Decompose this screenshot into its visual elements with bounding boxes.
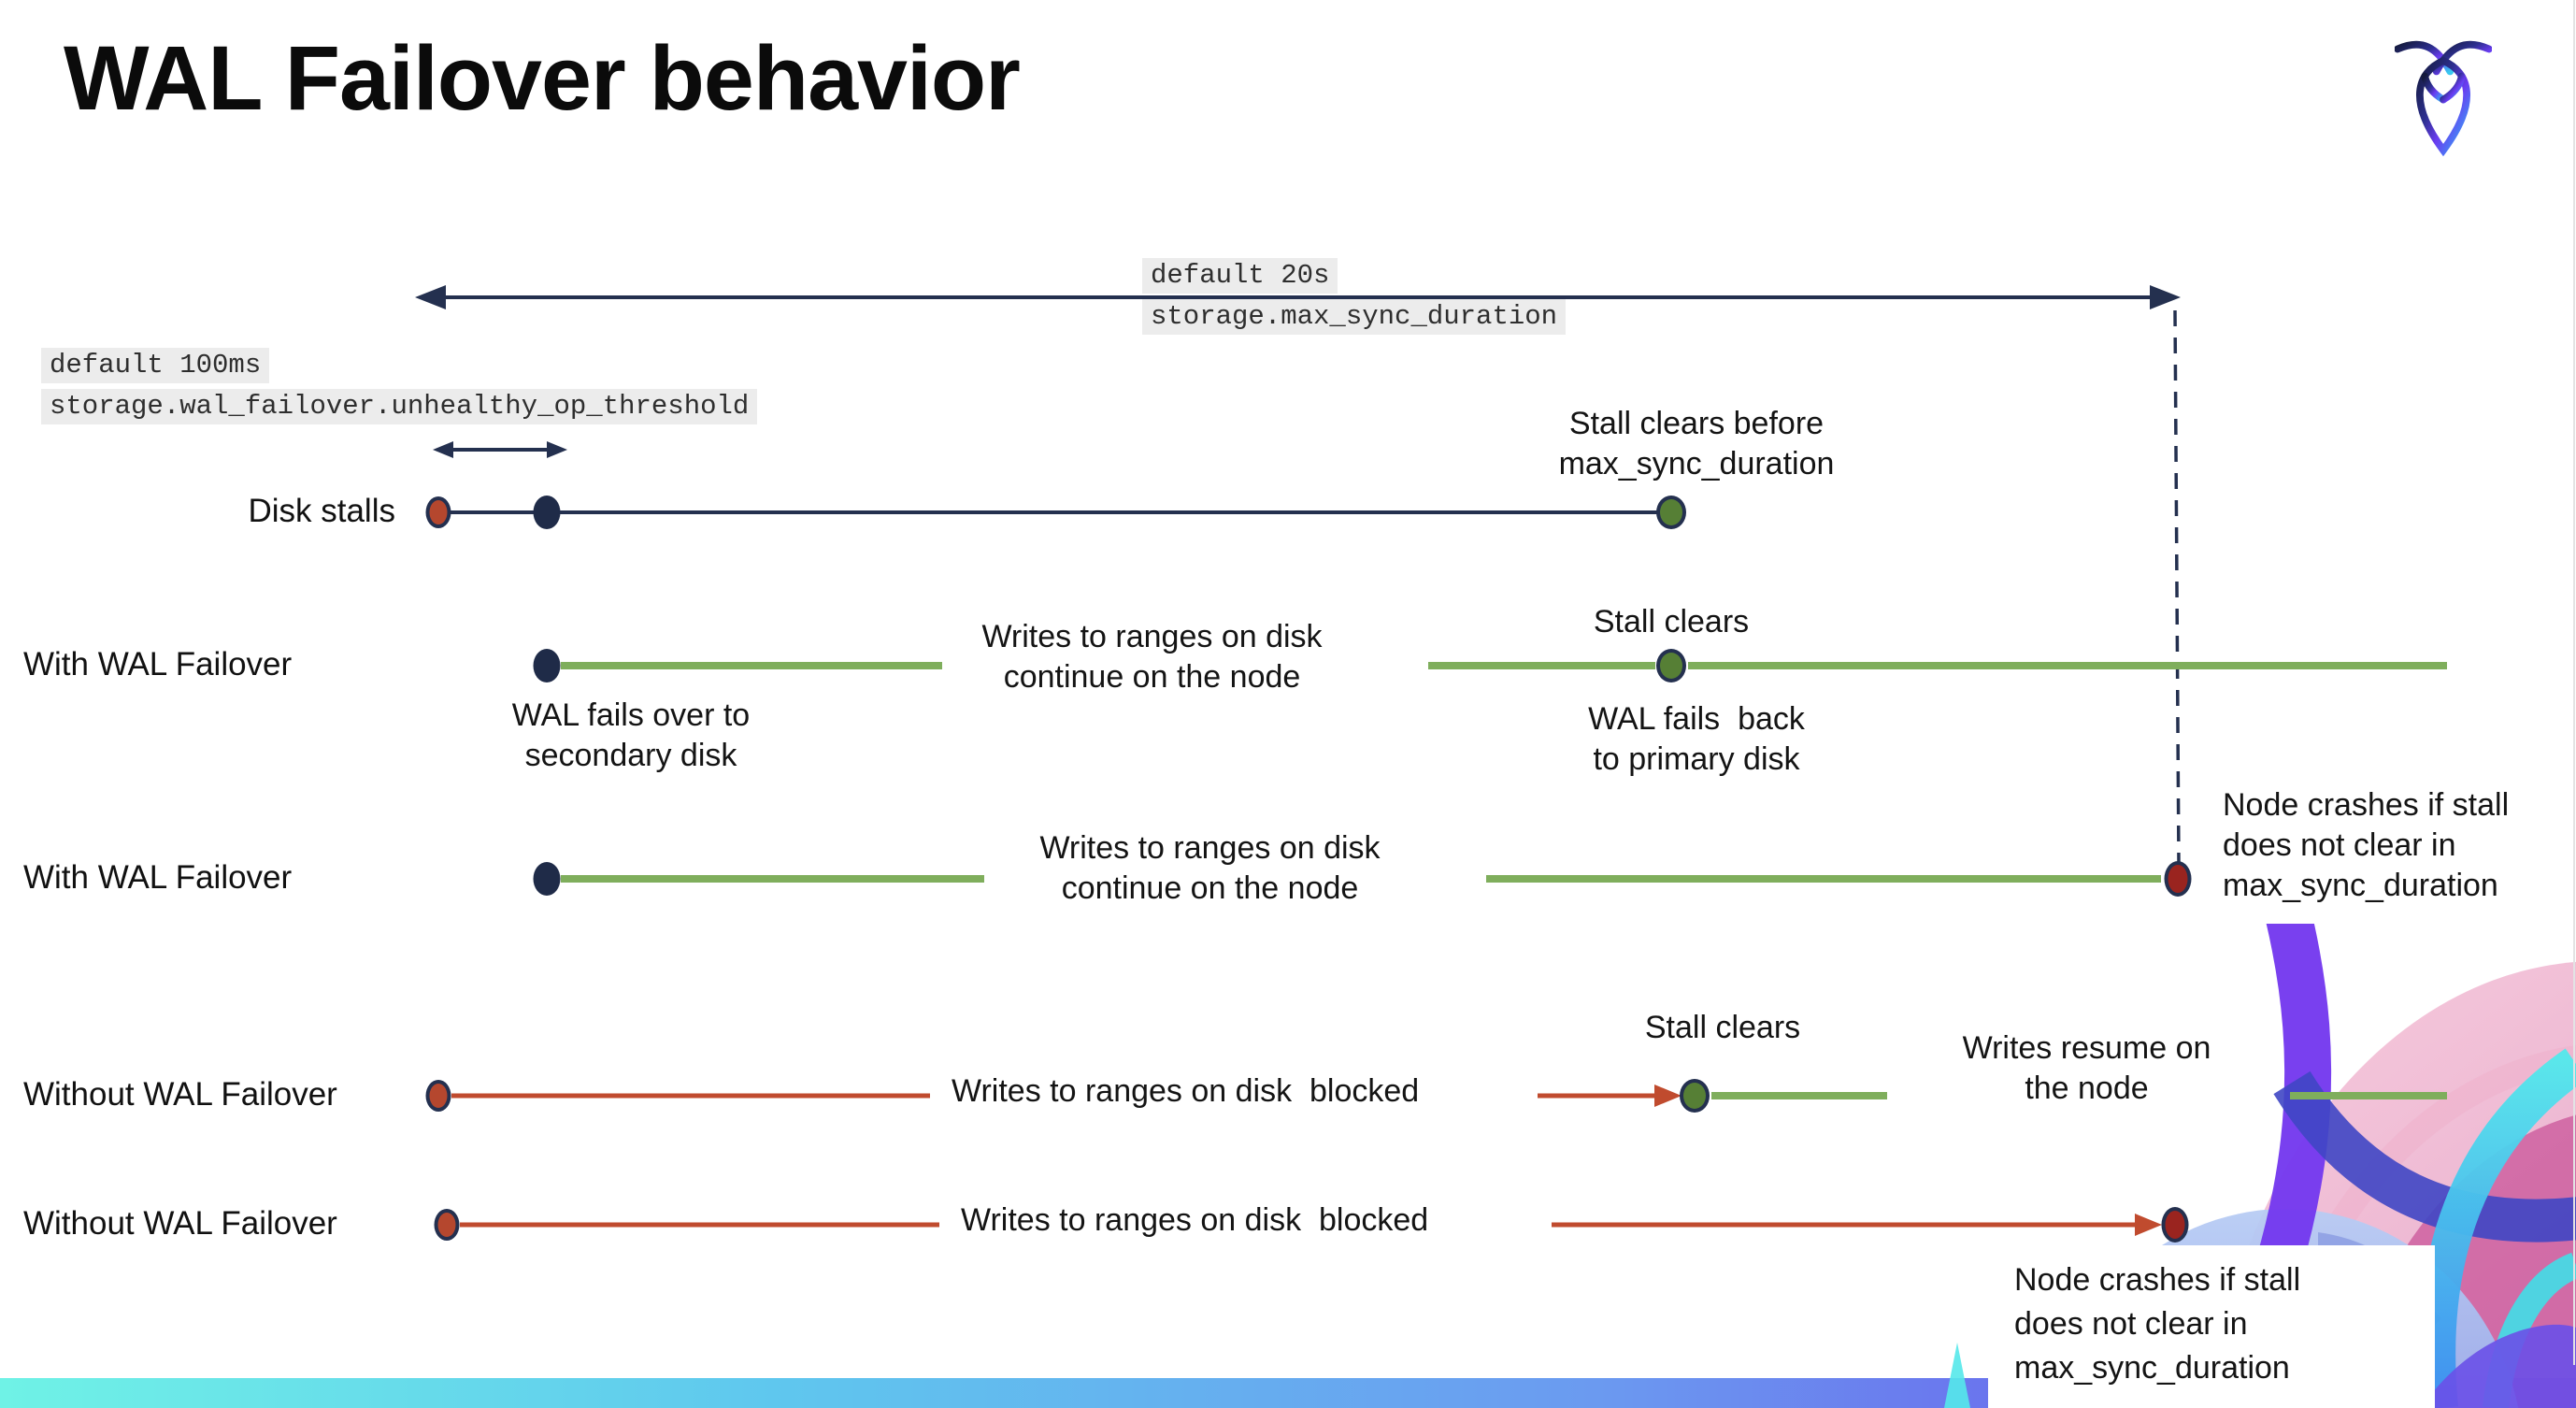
row-label-with-wal-failover-2: With WAL Failover <box>23 859 293 896</box>
disk-stall-start-dot <box>434 1209 460 1241</box>
max-sync-setting-label: storage.max_sync_duration <box>1142 299 1567 335</box>
failover-dot <box>533 649 561 682</box>
max-sync-dashed-line <box>2173 309 2181 865</box>
unhealthy-op-setting-label: storage.wal_failover.unhealthy_op_thresh… <box>41 389 758 424</box>
node-crashes-note-1: Node crashes if stall does not clear in … <box>2223 787 2510 903</box>
max-sync-default-label: default 20s <box>1142 258 1338 294</box>
row-label-without-wal-failover-2: Without WAL Failover <box>23 1205 337 1242</box>
blocked-line-segment <box>1538 1093 1659 1099</box>
row-label-disk-stalls: Disk stalls <box>248 493 395 529</box>
disk-stall-start-dot <box>425 496 451 528</box>
green-line-segment <box>561 662 942 669</box>
wal-fails-over-note: WAL fails over to secondary disk <box>511 697 751 773</box>
writes-continue-note-1: Writes to ranges on disk continue on the… <box>981 619 1323 695</box>
stall-duration-line <box>560 510 1658 514</box>
cockroachdb-logo-icon <box>2395 40 2492 157</box>
arrow-right-head-icon <box>2150 285 2181 309</box>
node-crash-dot <box>2164 861 2192 897</box>
green-line-segment <box>1688 662 2447 669</box>
writes-resume-note: Writes resume on the node <box>1962 1030 2211 1106</box>
green-line-segment <box>2290 1092 2447 1099</box>
disk-stall-start-dot <box>425 1080 451 1112</box>
blocked-line-segment <box>460 1222 939 1228</box>
blocked-line-segment <box>451 1093 930 1099</box>
writes-blocked-note-2: Writes to ranges on disk blocked <box>961 1202 1429 1238</box>
stall-clears-dot <box>1656 496 1686 529</box>
row-label-with-wal-failover-1: With WAL Failover <box>23 646 293 682</box>
failover-dot <box>533 862 561 896</box>
max-sync-duration-arrow-line <box>439 295 2163 299</box>
small-arrow-right-head-icon <box>547 441 567 458</box>
stall-clears-dot <box>1656 649 1686 682</box>
node-crashes-callout-box <box>1988 1245 2435 1408</box>
failover-trigger-dot <box>533 496 561 529</box>
red-arrow-head-icon <box>2135 1214 2162 1236</box>
slide-right-border <box>2573 0 2575 1365</box>
writes-blocked-note-1: Writes to ranges on disk blocked <box>952 1073 1420 1109</box>
unhealthy-op-default-label: default 100ms <box>41 348 270 383</box>
green-line-segment <box>561 875 984 883</box>
page-title: WAL Failover behavior <box>64 27 1021 129</box>
green-line-segment <box>1428 662 1655 669</box>
arrow-left-head-icon <box>415 285 446 309</box>
blocked-line-segment <box>1552 1222 2137 1228</box>
wal-fails-back-note: WAL fails back to primary disk <box>1588 701 1805 777</box>
unhealthy-op-arrow-line <box>449 448 551 452</box>
green-line-segment <box>1711 1092 1887 1099</box>
threshold-segment-line <box>451 510 535 514</box>
green-line-segment <box>1486 875 2161 883</box>
stall-clears-dot <box>1680 1079 1710 1113</box>
node-crashes-note-2: Node crashes if stall does not clear in … <box>2014 1262 2301 1386</box>
small-arrow-left-head-icon <box>433 441 453 458</box>
stall-clears-note-1: Stall clears <box>1593 604 1750 639</box>
stall-clears-before-note: Stall clears before max_sync_duration <box>1558 406 1835 481</box>
node-crash-dot <box>2161 1207 2189 1243</box>
writes-continue-note-2: Writes to ranges on disk continue on the… <box>1039 830 1381 906</box>
stall-clears-note-2: Stall clears <box>1644 1010 1801 1045</box>
row-label-without-wal-failover-1: Without WAL Failover <box>23 1076 337 1113</box>
red-arrow-head-icon <box>1654 1085 1682 1107</box>
